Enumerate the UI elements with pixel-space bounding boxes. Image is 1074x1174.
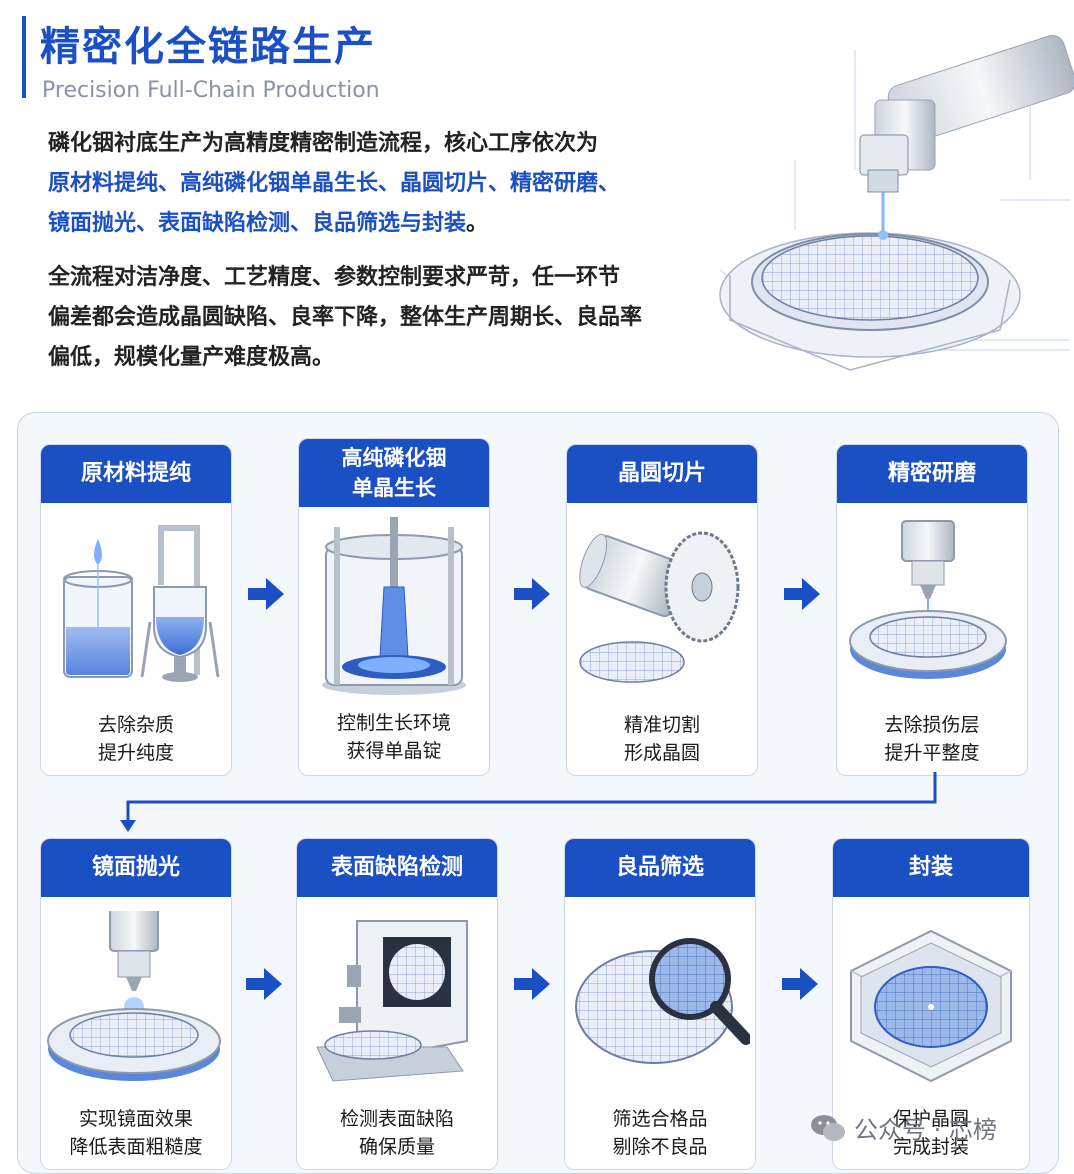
intro-line: 磷化铟衬底生产为高精度精密制造流程，核心工序依次为 — [48, 131, 599, 156]
step-title: 原材料提纯 — [41, 445, 231, 503]
step-card-raw-material-purification: 原材料提纯 去除杂质 提升纯度 — [40, 444, 232, 776]
step-title: 表面缺陷检测 — [297, 839, 497, 897]
step-desc-line: 精准切割 — [623, 714, 700, 736]
title-accent-bar — [22, 16, 26, 98]
step-desc-line: 剔除不良品 — [612, 1136, 708, 1158]
arrow-right-icon — [514, 968, 550, 1000]
step-card-precision-grinding: 精密研磨 去除损伤层 提升平整度 — [836, 444, 1028, 776]
intro-line: 偏低，规模化量产难度极高。 — [48, 345, 335, 370]
step-card-wafer-slicing: 晶圆切片 精准切割 形成晶圆 — [566, 444, 758, 776]
step-title: 高纯磷化铟单晶生长 — [299, 439, 489, 507]
step-desc-line: 获得单晶锭 — [346, 740, 442, 762]
step-desc-line: 提升纯度 — [97, 742, 174, 764]
step-title: 精密研磨 — [837, 445, 1027, 503]
arrow-right-icon — [784, 578, 820, 610]
watermark-text: 公众号 · 芯榜 — [854, 1116, 997, 1144]
step-desc-line: 提升平整度 — [884, 742, 980, 764]
intro-paragraph-2: 全流程对洁净度、工艺精度、参数控制要求严苛，任一环节 偏差都会造成晶圆缺陷、良率… — [48, 258, 642, 378]
step-desc-line: 筛选合格品 — [612, 1108, 708, 1130]
page-subtitle: Precision Full-Chain Production — [42, 78, 380, 103]
step-desc-line: 降低表面粗糙度 — [69, 1136, 203, 1158]
inspection-station-icon — [316, 920, 468, 1082]
watermark: 公众号 · 芯榜 — [810, 1110, 997, 1145]
intro-paragraph-1: 磷化铟衬底生产为高精度精密制造流程，核心工序依次为 原材料提纯、高纯磷化铟单晶生… — [48, 124, 620, 244]
step-card-packaging: 封装 保护晶圆 完成封装 — [832, 838, 1030, 1170]
page-title: 精密化全链路生产 — [40, 24, 376, 70]
step-title: 封装 — [833, 839, 1029, 897]
arrow-right-icon — [248, 578, 284, 610]
step-card-mirror-polishing: 镜面抛光 实现镜面效果 降低表面粗糙度 — [40, 838, 232, 1170]
step-description: 精准切割 形成晶圆 — [567, 711, 757, 767]
step-card-crystal-growth: 高纯磷化铟单晶生长 控制生长环境 获得单晶锭 — [298, 438, 490, 776]
row-connector-arrow — [120, 772, 937, 832]
step-title-line: 单晶生长 — [352, 476, 436, 500]
step-description: 保护晶圆 完成封装 — [833, 1105, 1029, 1161]
step-description: 去除损伤层 提升平整度 — [837, 711, 1027, 767]
polishing-machine-icon — [47, 911, 221, 1081]
intro-line: 偏差都会造成晶圆缺陷、良率下降，整体生产周期长、良品率 — [48, 305, 643, 330]
step-description: 筛选合格品 剔除不良品 — [565, 1105, 755, 1161]
step-description: 控制生长环境 获得单晶锭 — [299, 709, 489, 765]
wafer-package-icon — [850, 929, 1012, 1083]
arrow-right-icon — [782, 968, 818, 1000]
step-title: 镜面抛光 — [41, 839, 231, 897]
step-card-quality-screening: 良品筛选 筛选合格品 剔除不良品 — [564, 838, 756, 1170]
step-title: 良品筛选 — [565, 839, 755, 897]
step-desc-line: 实现镜面效果 — [78, 1108, 193, 1130]
wafer-process-hero-illustration — [719, 35, 1074, 371]
arrow-right-icon — [246, 968, 282, 1000]
wafer-slicing-saw-icon — [579, 531, 740, 683]
step-desc-line: 去除杂质 — [97, 714, 174, 736]
intro-line-highlight: 镜面抛光、表面缺陷检测、良品筛选与封装 — [48, 211, 467, 236]
wechat-icon — [811, 1114, 845, 1141]
step-desc-line: 保护晶圆 — [892, 1108, 969, 1130]
step-desc-line: 去除损伤层 — [884, 714, 980, 736]
step-card-surface-defect-inspection: 表面缺陷检测 检测表面缺陷 确保质量 — [296, 838, 498, 1170]
purification-beakers-icon — [63, 525, 220, 682]
intro-line-end: 。 — [466, 211, 489, 236]
step-title-line: 高纯磷化铟 — [341, 446, 447, 470]
step-description: 去除杂质 提升纯度 — [41, 711, 231, 767]
intro-line: 全流程对洁净度、工艺精度、参数控制要求严苛，任一环节 — [48, 265, 621, 290]
step-desc-line: 形成晶圆 — [623, 742, 700, 764]
arrow-right-icon — [514, 578, 550, 610]
crystal-growth-furnace-icon — [322, 517, 466, 695]
step-desc-line: 控制生长环境 — [336, 712, 451, 734]
step-description: 实现镜面效果 降低表面粗糙度 — [41, 1105, 231, 1161]
step-desc-line: 检测表面缺陷 — [339, 1108, 454, 1130]
step-title: 晶圆切片 — [567, 445, 757, 503]
step-desc-line: 完成封装 — [892, 1136, 969, 1158]
grinding-machine-icon — [849, 520, 1007, 679]
step-description: 检测表面缺陷 确保质量 — [297, 1105, 497, 1161]
step-desc-line: 确保质量 — [358, 1136, 435, 1158]
magnifier-wafer-icon — [575, 938, 750, 1064]
intro-line-highlight: 原材料提纯、高纯磷化铟单晶生长、晶圆切片、精密研磨、 — [48, 171, 621, 196]
